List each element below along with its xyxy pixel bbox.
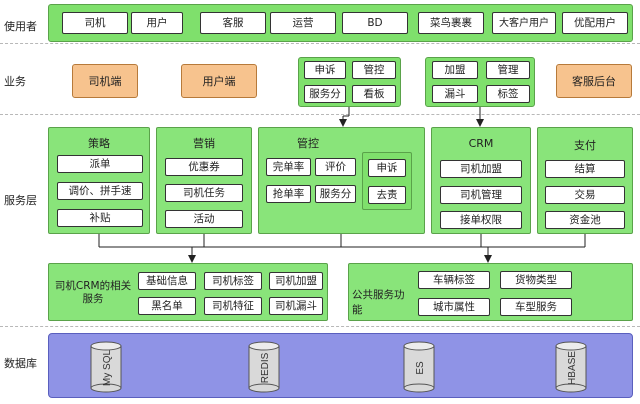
public-title: 公共服务功能 [352,289,405,316]
control-appeal: 申诉 [368,159,406,177]
service-bus [98,234,586,263]
control-completion-rate: 完单率 [266,158,311,176]
driver-crm-title: 司机CRM的相关服务 [54,280,132,305]
biz-control: 管控 [352,61,396,79]
panel-crm-title: CRM [468,137,494,150]
driver-crm-franchise: 司机加盟 [269,272,323,290]
panel-public [348,263,633,321]
row-label-business: 业务 [4,75,26,88]
user-customer: 用户 [131,12,183,34]
user-operations: 运营 [270,12,336,34]
marketing-activity: 活动 [165,210,243,228]
panel-marketing-title: 营销 [193,137,215,150]
payment-transaction: 交易 [545,186,625,204]
db-label-redis: REDIS [260,352,271,383]
strategy-subsidy: 补贴 [57,209,143,227]
marketing-driver-task: 司机任务 [165,184,243,202]
control-rating: 评价 [315,158,356,176]
user-youpei: 优配用户 [562,12,628,34]
strategy-dispatch: 派单 [57,155,143,173]
database-band [48,333,633,398]
crm-driver-franchise: 司机加盟 [440,160,522,178]
public-cargo-type: 货物类型 [500,271,572,289]
separator [0,326,640,327]
payment-fund-pool: 资金池 [545,211,625,229]
user-app: 用户端 [181,64,257,98]
user-enterprise: 大客户用户 [492,12,556,34]
row-label-services: 服务层 [4,194,37,207]
public-city-attrs: 城市属性 [418,298,490,316]
panel-payment-title: 支付 [574,139,596,152]
marketing-coupon: 优惠券 [165,158,243,176]
driver-crm-tags: 司机标签 [204,272,262,290]
arrow-business-to-control [339,107,350,127]
biz-appeal: 申诉 [304,61,346,79]
control-exempt: 去责 [368,186,406,204]
payment-settlement: 结算 [545,160,625,178]
driver-crm-basic-info: 基础信息 [138,272,196,290]
user-bd: BD [342,12,408,34]
driver-crm-features: 司机特征 [204,297,262,315]
crm-order-permission: 接单权限 [440,211,522,229]
row-label-database: 数据库 [4,357,37,370]
panel-strategy-title: 策略 [88,137,110,150]
control-grab-rate: 抢单率 [266,185,311,203]
driver-crm-funnel: 司机漏斗 [269,297,323,315]
db-redis-icon [248,341,280,393]
db-mysql-icon [90,341,122,393]
db-label-mysql: My SQL [102,350,113,387]
user-service: 客服 [200,12,266,34]
biz-service-score: 服务分 [304,85,346,103]
separator [0,43,640,44]
biz-funnel: 漏斗 [432,85,478,103]
biz-manage: 管理 [486,61,530,79]
user-driver: 司机 [62,12,128,34]
cs-backend: 客服后台 [556,64,632,98]
db-hbase-icon [555,341,587,393]
control-service-score: 服务分 [315,185,356,203]
db-label-es: ES [415,361,426,375]
row-label-users: 使用者 [4,20,37,33]
db-label-hbase: HBASE [567,351,578,385]
biz-dashboard: 看板 [352,85,396,103]
driver-crm-blacklist: 黑名单 [138,297,196,315]
biz-franchise: 加盟 [432,61,478,79]
strategy-pricing: 调价、拼手速 [57,182,143,200]
public-vehicle-service: 车型服务 [500,298,572,316]
crm-driver-manage: 司机管理 [440,186,522,204]
db-es-icon [403,341,435,393]
biz-tags: 标签 [486,85,530,103]
user-cainiao: 菜鸟裹裹 [418,12,484,34]
separator [0,114,640,115]
driver-app: 司机端 [72,64,138,98]
panel-control-title: 管控 [297,137,319,150]
public-vehicle-tags: 车辆标签 [418,271,490,289]
